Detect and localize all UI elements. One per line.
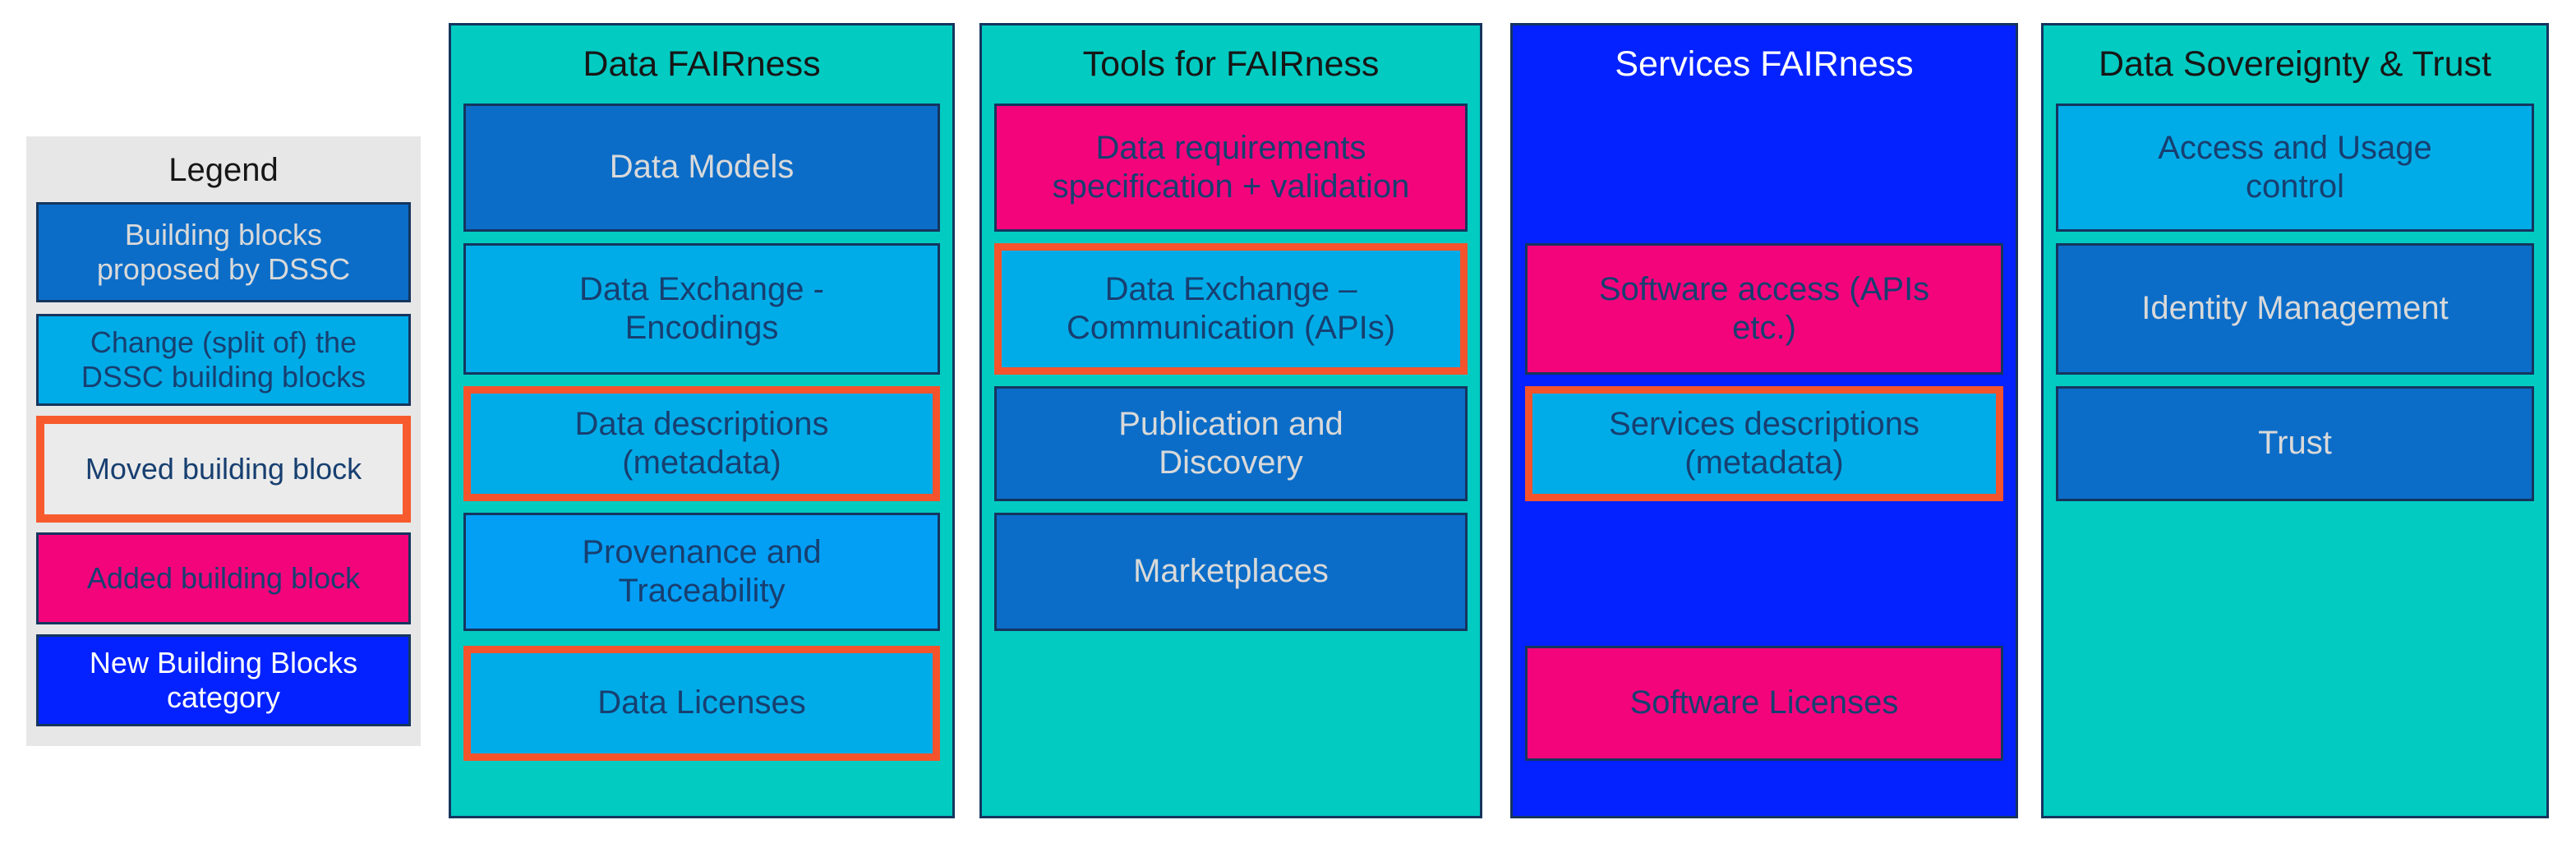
legend-item-change-split: Change (split of) the DSSC building bloc…	[36, 314, 411, 406]
block-provenance-traceability: Provenance and Traceability	[463, 513, 940, 631]
column-data-fairness: Data FAIRness Data Models Data Exchange …	[449, 23, 955, 818]
block-software-licenses: Software Licenses	[1525, 646, 2003, 761]
legend-title: Legend	[168, 151, 279, 188]
column-title: Data FAIRness	[583, 44, 821, 84]
legend-item-proposed-by-dssc: Building blocks proposed by DSSC	[36, 202, 411, 302]
block-data-exchange-communication-apis: Data Exchange – Communication (APIs)	[994, 243, 1468, 375]
block-identity-management: Identity Management	[2056, 243, 2534, 375]
block-data-licenses: Data Licenses	[463, 646, 940, 761]
column-tools-for-fairness: Tools for FAIRness Data requirements spe…	[979, 23, 1482, 818]
legend-item-added-block: Added building block	[36, 532, 411, 624]
block-data-requirements-specification: Data requirements specification + valida…	[994, 104, 1468, 232]
column-title: Tools for FAIRness	[1082, 44, 1380, 84]
column-title: Services FAIRness	[1615, 44, 1914, 84]
block-software-access-apis: Software access (APIs etc.)	[1525, 243, 2003, 375]
legend-item-moved-block: Moved building block	[36, 416, 411, 523]
block-data-descriptions-metadata: Data descriptions (metadata)	[463, 386, 940, 501]
block-marketplaces: Marketplaces	[994, 513, 1468, 631]
legend-panel: Legend Building blocks proposed by DSSC …	[26, 136, 421, 746]
block-data-models: Data Models	[463, 104, 940, 232]
block-data-exchange-encodings: Data Exchange - Encodings	[463, 243, 940, 375]
block-publication-and-discovery: Publication and Discovery	[994, 386, 1468, 501]
column-title: Data Sovereignty & Trust	[2099, 44, 2491, 84]
column-services-fairness: Services FAIRness Software access (APIs …	[1510, 23, 2018, 818]
block-access-and-usage-control: Access and Usage control	[2056, 104, 2534, 232]
legend-item-new-category: New Building Blocks category	[36, 634, 411, 726]
block-trust: Trust	[2056, 386, 2534, 501]
column-data-sovereignty-trust: Data Sovereignty & Trust Access and Usag…	[2041, 23, 2549, 818]
block-services-descriptions-metadata: Services descriptions (metadata)	[1525, 386, 2003, 501]
